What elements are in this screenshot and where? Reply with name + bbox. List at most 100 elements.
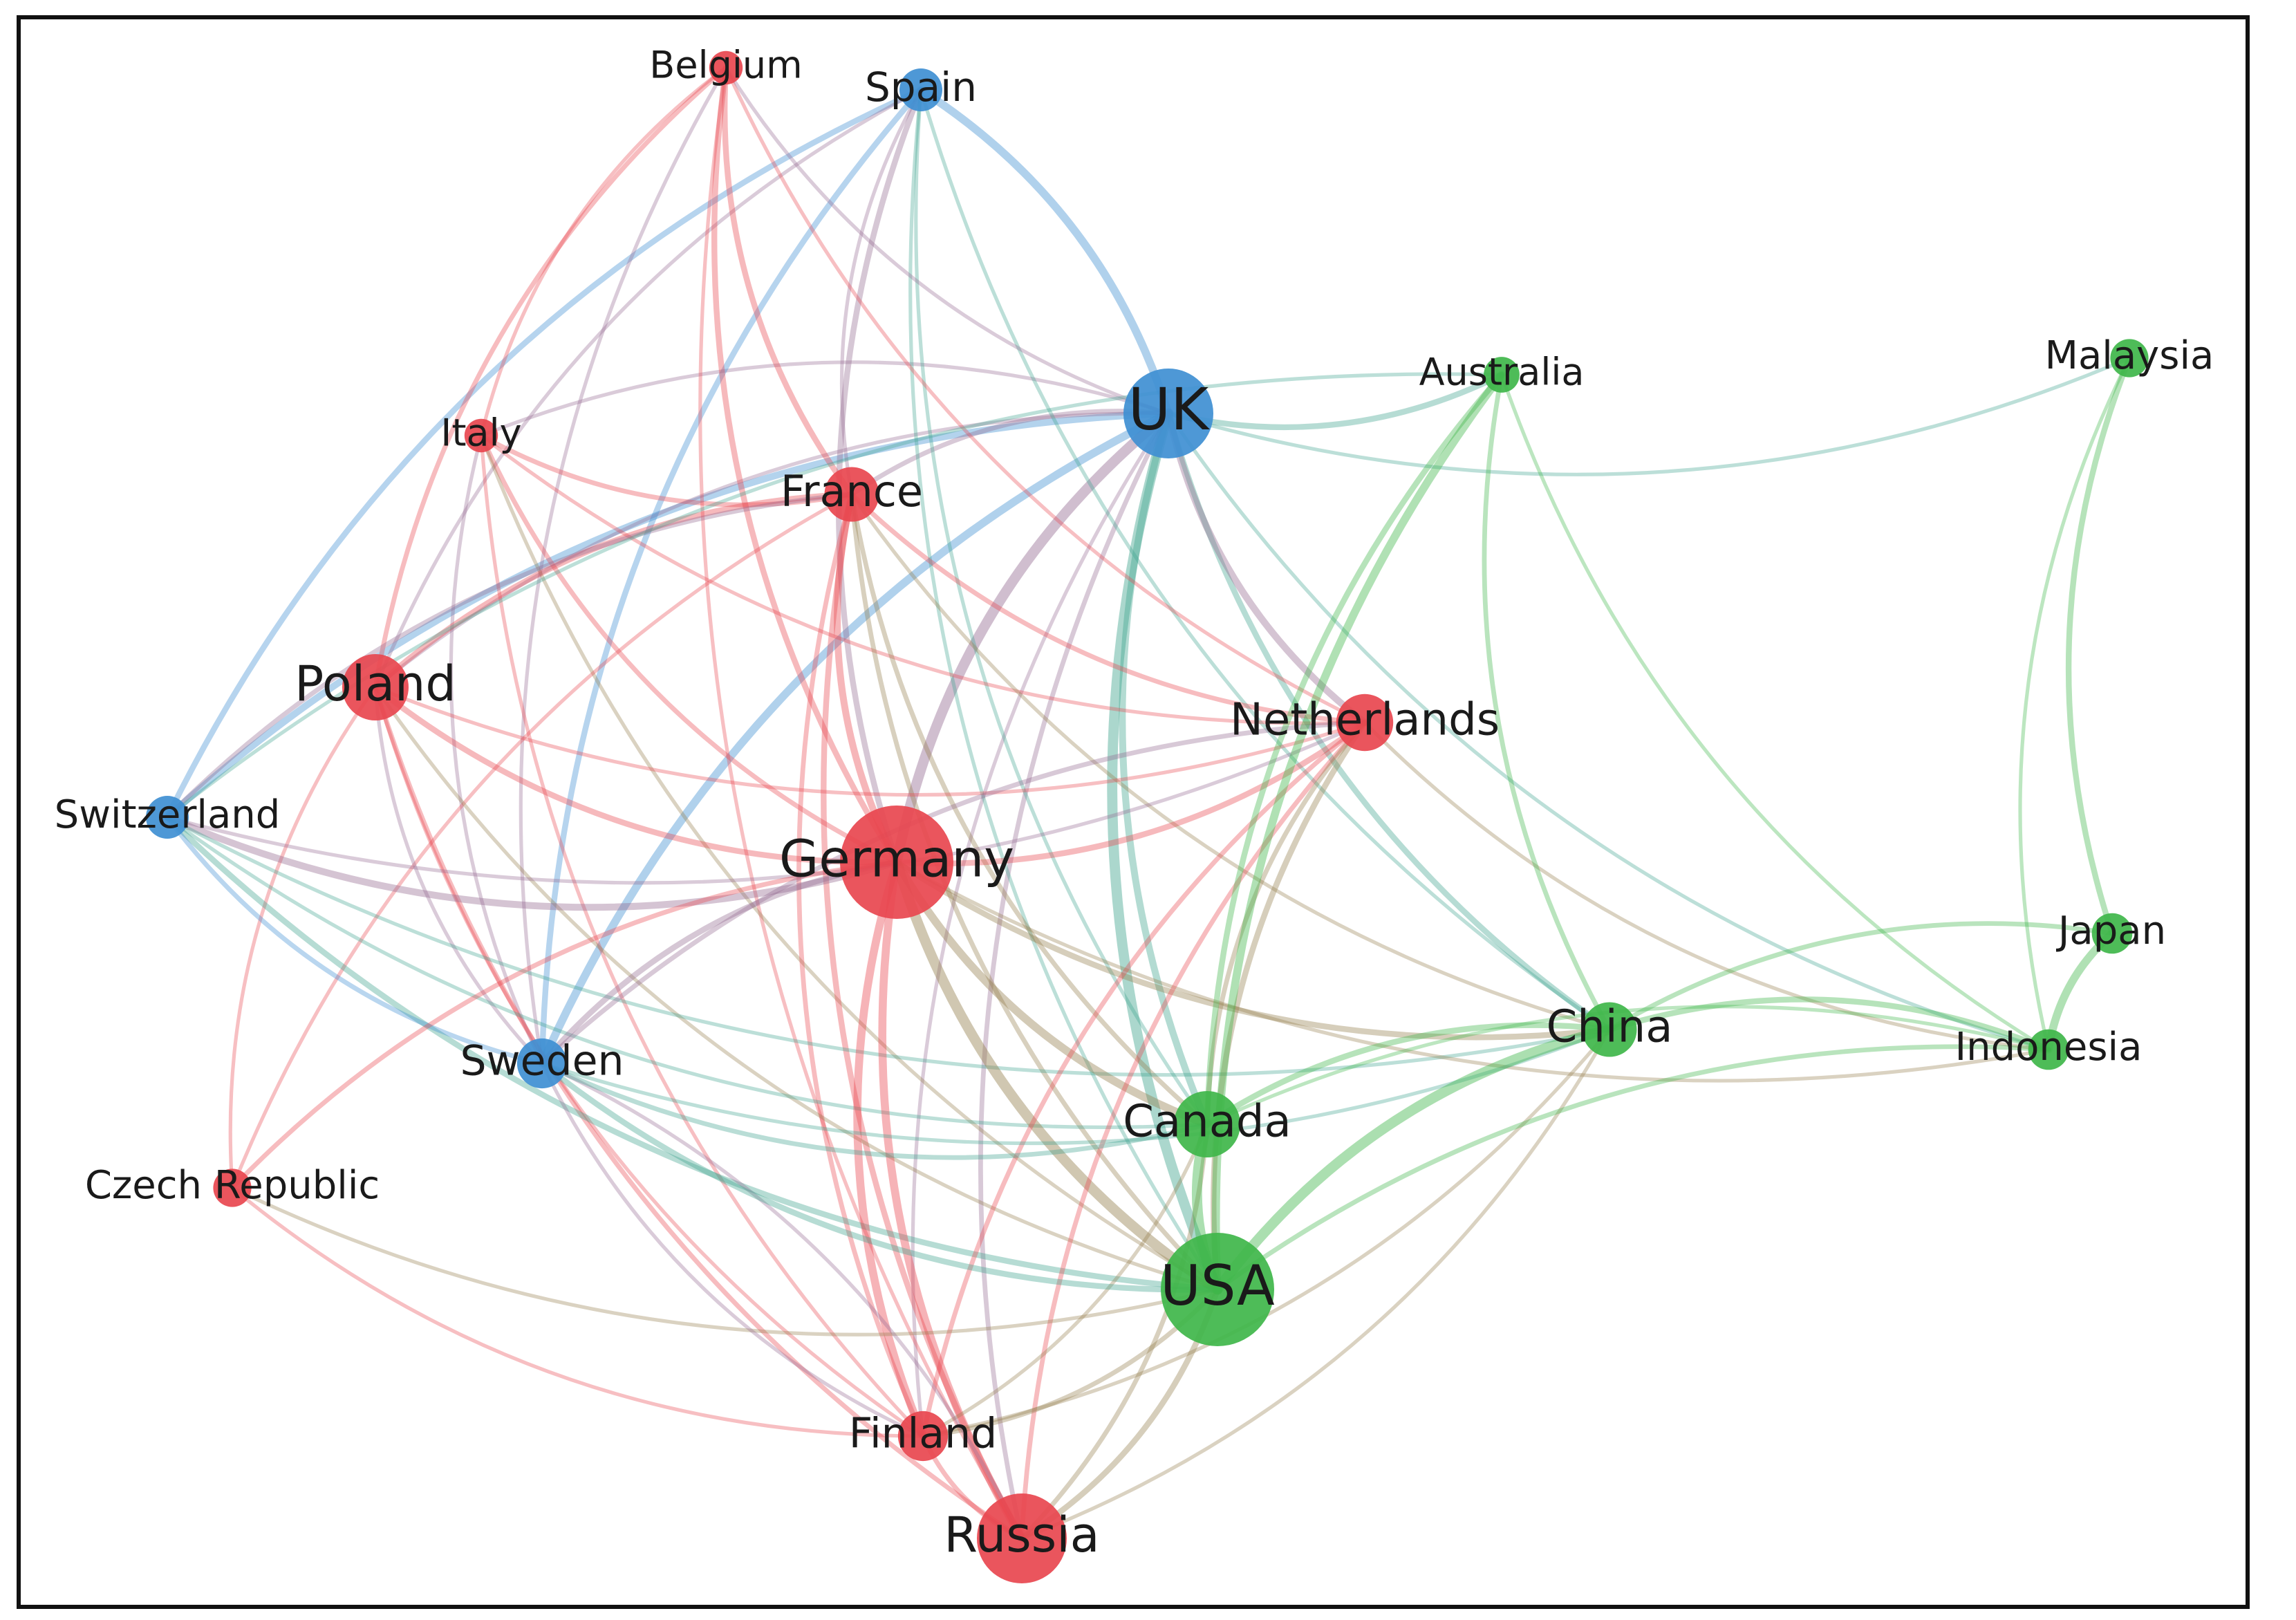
edge-australia-canada (1204, 371, 1505, 1128)
edge-uk-australia (1165, 371, 1505, 431)
edge-china-canada (1204, 1022, 1613, 1128)
edge-spain-canada (914, 88, 1209, 1126)
edge-uk-usa (1107, 408, 1223, 1295)
edge-belgium-france (722, 64, 855, 498)
node-australia (1484, 357, 1520, 393)
edge-malaysia-japan (2065, 355, 2133, 937)
edge-switzerland-china (165, 815, 1612, 1077)
edge-uk-finland (911, 411, 1170, 1438)
edge-france-usa (849, 492, 1220, 1292)
node-malaysia (2110, 339, 2149, 378)
edge-switzerland-canada (165, 815, 1209, 1129)
edge-australia-china (1482, 372, 1612, 1032)
node-label-germany: Germany (779, 830, 1014, 889)
node-czech (213, 1169, 252, 1207)
edge-france-czech (230, 492, 854, 1190)
node-label-finland: Finland (849, 1410, 997, 1458)
edge-uk-malaysia (1166, 356, 2131, 476)
node-label-france: France (781, 466, 923, 516)
edge-france-russia (821, 491, 1025, 1542)
edge-france-poland (372, 491, 855, 691)
edge-uk-china (1165, 410, 1613, 1033)
edge-france-canada (849, 492, 1210, 1127)
edge-uk-italy (479, 360, 1170, 438)
edge-spain-china (919, 88, 1612, 1032)
edge-belgium-germany (711, 64, 900, 866)
edge-belgium-italy (479, 66, 728, 438)
edge-poland-finland (373, 685, 925, 1438)
edge-indonesia-usa (1215, 1044, 2051, 1292)
edge-netherlands-russia (1019, 720, 1368, 1541)
node-france (824, 467, 879, 522)
edge-switzerland-usa (164, 814, 1221, 1293)
edge-uk-poland (373, 411, 1170, 689)
edge-japan-china (1607, 921, 2115, 1032)
node-switzerland (146, 796, 189, 839)
edge-belgium-poland (373, 65, 729, 690)
label-layer: UKSpainSwitzerlandSwedenBelgiumItalyFran… (55, 44, 2214, 1563)
node-finland (897, 1410, 949, 1462)
edge-poland-netherlands (373, 685, 1367, 797)
edge-australia-indonesia (1500, 373, 2051, 1052)
edge-germany-finland (853, 858, 927, 1440)
node-spain (899, 68, 942, 111)
edge-germany-indonesia (895, 860, 2051, 1083)
node-label-canada: Canada (1123, 1097, 1291, 1148)
edge-france-netherlands (849, 492, 1368, 725)
node-china (1582, 1002, 1637, 1057)
edge-spain-usa (908, 88, 1220, 1292)
edge-netherlands-indonesia (1363, 720, 2051, 1052)
edge-belgium-russia (698, 66, 1024, 1540)
edge-uk-netherlands (1165, 410, 1368, 726)
edge-finland-canada (921, 1122, 1209, 1438)
edge-sweden-usa (539, 1060, 1221, 1293)
edge-uk-indonesia (1166, 411, 2051, 1052)
edge-poland-usa (373, 685, 1220, 1292)
edge-layer (164, 64, 2133, 1543)
node-sweden (516, 1038, 568, 1089)
edge-italy-germany (478, 433, 899, 865)
edge-spain-sweden (539, 86, 924, 1067)
node-label-czech: Czech Republic (85, 1163, 380, 1208)
node-label-spain: Spain (865, 64, 977, 111)
edge-germany-netherlands (893, 719, 1368, 866)
node-indonesia (2028, 1029, 2069, 1070)
node-label-malaysia: Malaysia (2045, 333, 2214, 378)
edge-switzerland-sweden (165, 814, 545, 1066)
node-canada (1174, 1091, 1240, 1157)
diagram-frame (17, 15, 2250, 1609)
edge-uk-sweden (538, 409, 1173, 1068)
edge-germany-china (893, 859, 1613, 1041)
edge-uk-spain (917, 86, 1173, 418)
edge-italy-finland (479, 434, 925, 1438)
edge-czech-finland (230, 1186, 925, 1438)
edge-spain-poland (373, 88, 923, 689)
edge-germany-usa (891, 857, 1223, 1295)
edge-poland-germany (372, 684, 900, 866)
node-label-belgium: Belgium (649, 44, 802, 87)
edge-germany-czech (230, 859, 899, 1191)
edge-sweden-finland (540, 1061, 925, 1438)
edge-italy-netherlands (479, 434, 1367, 725)
edge-germany-canada (893, 858, 1211, 1128)
edge-china-usa (1212, 1024, 1615, 1295)
node-label-japan: Japan (2056, 909, 2166, 953)
edge-russia-china (1020, 1027, 1612, 1540)
edge-indonesia-china (1606, 996, 2052, 1053)
edge-malaysia-indonesia (2018, 356, 2131, 1052)
edge-uk-switzerland (164, 410, 1172, 821)
edge-germany-russia (878, 858, 1026, 1543)
edge-italy-usa (479, 434, 1220, 1292)
edge-switzerland-netherlands (165, 720, 1367, 885)
edge-uk-france (849, 409, 1171, 497)
edge-switzerland-germany (164, 814, 900, 911)
edge-russia-canada (1019, 1121, 1210, 1541)
edge-france-china (850, 492, 1612, 1032)
node-netherlands (1336, 693, 1394, 752)
node-usa (1161, 1233, 1274, 1346)
edge-russia-sweden (540, 1061, 1024, 1540)
node-label-sweden: Sweden (460, 1037, 624, 1086)
edge-germany-sweden (539, 859, 900, 1067)
edge-poland-sweden (373, 685, 544, 1065)
